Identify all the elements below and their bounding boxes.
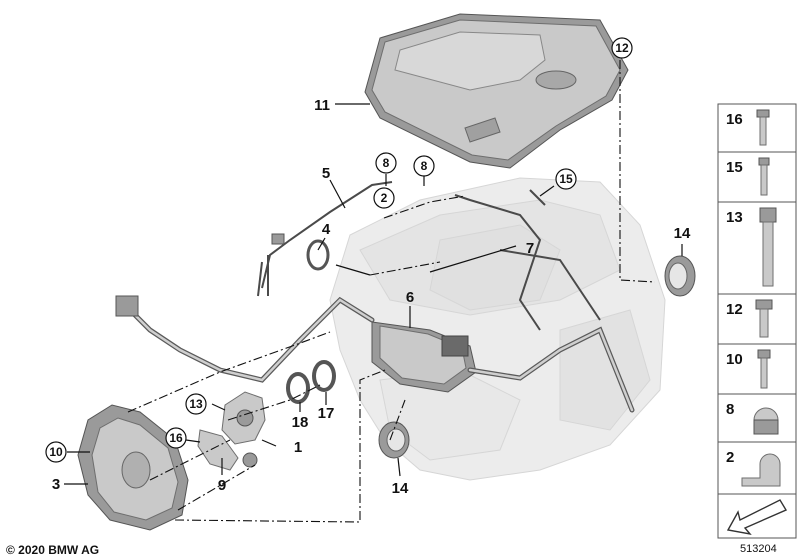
- direction-arrow-box: [717, 493, 797, 539]
- screw-icon: [757, 349, 771, 389]
- part-5-cable[interactable]: [257, 181, 393, 297]
- svg-text:12: 12: [726, 301, 743, 318]
- part-6-control-unit[interactable]: [371, 321, 477, 393]
- main-wiring-harness[interactable]: [115, 189, 635, 413]
- screw-icon: [756, 109, 770, 146]
- circled-label-12: 12: [611, 37, 633, 59]
- part-11-cover[interactable]: [364, 13, 629, 169]
- svg-text:10: 10: [726, 351, 743, 368]
- circled-label-8-right: 8: [413, 155, 435, 177]
- circled-label-15: 15: [555, 168, 577, 190]
- label-11: 11: [314, 97, 330, 114]
- cable-clamp-icon: [741, 453, 781, 487]
- svg-text:13: 13: [726, 209, 743, 226]
- part-3-rear-cover[interactable]: [77, 404, 189, 531]
- part-4-o-ring[interactable]: [306, 239, 330, 271]
- label-14-right: 14: [674, 225, 691, 242]
- leader-lines: [64, 103, 683, 485]
- copyright-notice: © 2020 BMW AG: [6, 543, 100, 557]
- cap-nut-icon: [753, 407, 779, 435]
- label-5: 5: [322, 165, 330, 182]
- diagram-number: 513204: [740, 543, 777, 555]
- long-bolt-icon: [759, 207, 777, 287]
- screw-icon: [758, 157, 770, 196]
- alignment-lines: [127, 60, 656, 523]
- circled-label-10: 10: [45, 441, 67, 463]
- label-14-lower: 14: [392, 480, 409, 497]
- circled-label-16: 16: [165, 427, 187, 449]
- svg-text:2: 2: [381, 191, 388, 205]
- side-item-16[interactable]: 16: [717, 103, 797, 153]
- part-17-ring[interactable]: [312, 360, 336, 392]
- side-item-8[interactable]: 8: [717, 393, 797, 443]
- label-3: 3: [52, 476, 60, 493]
- label-17: 17: [318, 405, 335, 422]
- svg-text:16: 16: [726, 111, 743, 128]
- label-7: 7: [526, 240, 534, 257]
- svg-text:16: 16: [169, 431, 183, 445]
- svg-text:13: 13: [189, 397, 203, 411]
- part-18-ring[interactable]: [286, 372, 310, 404]
- label-9: 9: [218, 477, 226, 494]
- label-1: 1: [294, 439, 302, 456]
- svg-text:2: 2: [726, 449, 734, 466]
- circled-label-8-left: 8: [375, 152, 397, 174]
- part-9-component[interactable]: [197, 429, 258, 471]
- part-14-seal-right[interactable]: [664, 255, 696, 297]
- circled-label-13: 13: [185, 393, 207, 415]
- arrow-icon: [726, 499, 788, 536]
- label-4: 4: [322, 221, 331, 238]
- side-item-13[interactable]: 13: [717, 201, 797, 295]
- svg-text:10: 10: [49, 445, 63, 459]
- svg-text:8: 8: [383, 156, 390, 170]
- side-item-12[interactable]: 12: [717, 293, 797, 345]
- label-18: 18: [292, 414, 309, 431]
- circled-label-2: 2: [373, 187, 395, 209]
- side-panel: 16 15 13 12: [717, 103, 797, 539]
- svg-text:8: 8: [421, 159, 428, 173]
- svg-text:8: 8: [726, 401, 734, 418]
- callout-labels: 11 5 4 6 7 1 3 9 18 17 14 14: [52, 97, 691, 497]
- circled-callouts: 12 8 8 2 15 13 16 10: [45, 37, 633, 463]
- side-item-2[interactable]: 2: [717, 441, 797, 495]
- flange-screw-icon: [755, 299, 773, 338]
- part-1-component[interactable]: [221, 391, 266, 445]
- svg-text:15: 15: [726, 159, 743, 176]
- svg-text:12: 12: [615, 41, 629, 55]
- side-item-15[interactable]: 15: [717, 151, 797, 203]
- side-item-10[interactable]: 10: [717, 343, 797, 395]
- label-6: 6: [406, 289, 414, 306]
- part-14-seal-lower[interactable]: [378, 421, 410, 459]
- svg-text:15: 15: [559, 172, 573, 186]
